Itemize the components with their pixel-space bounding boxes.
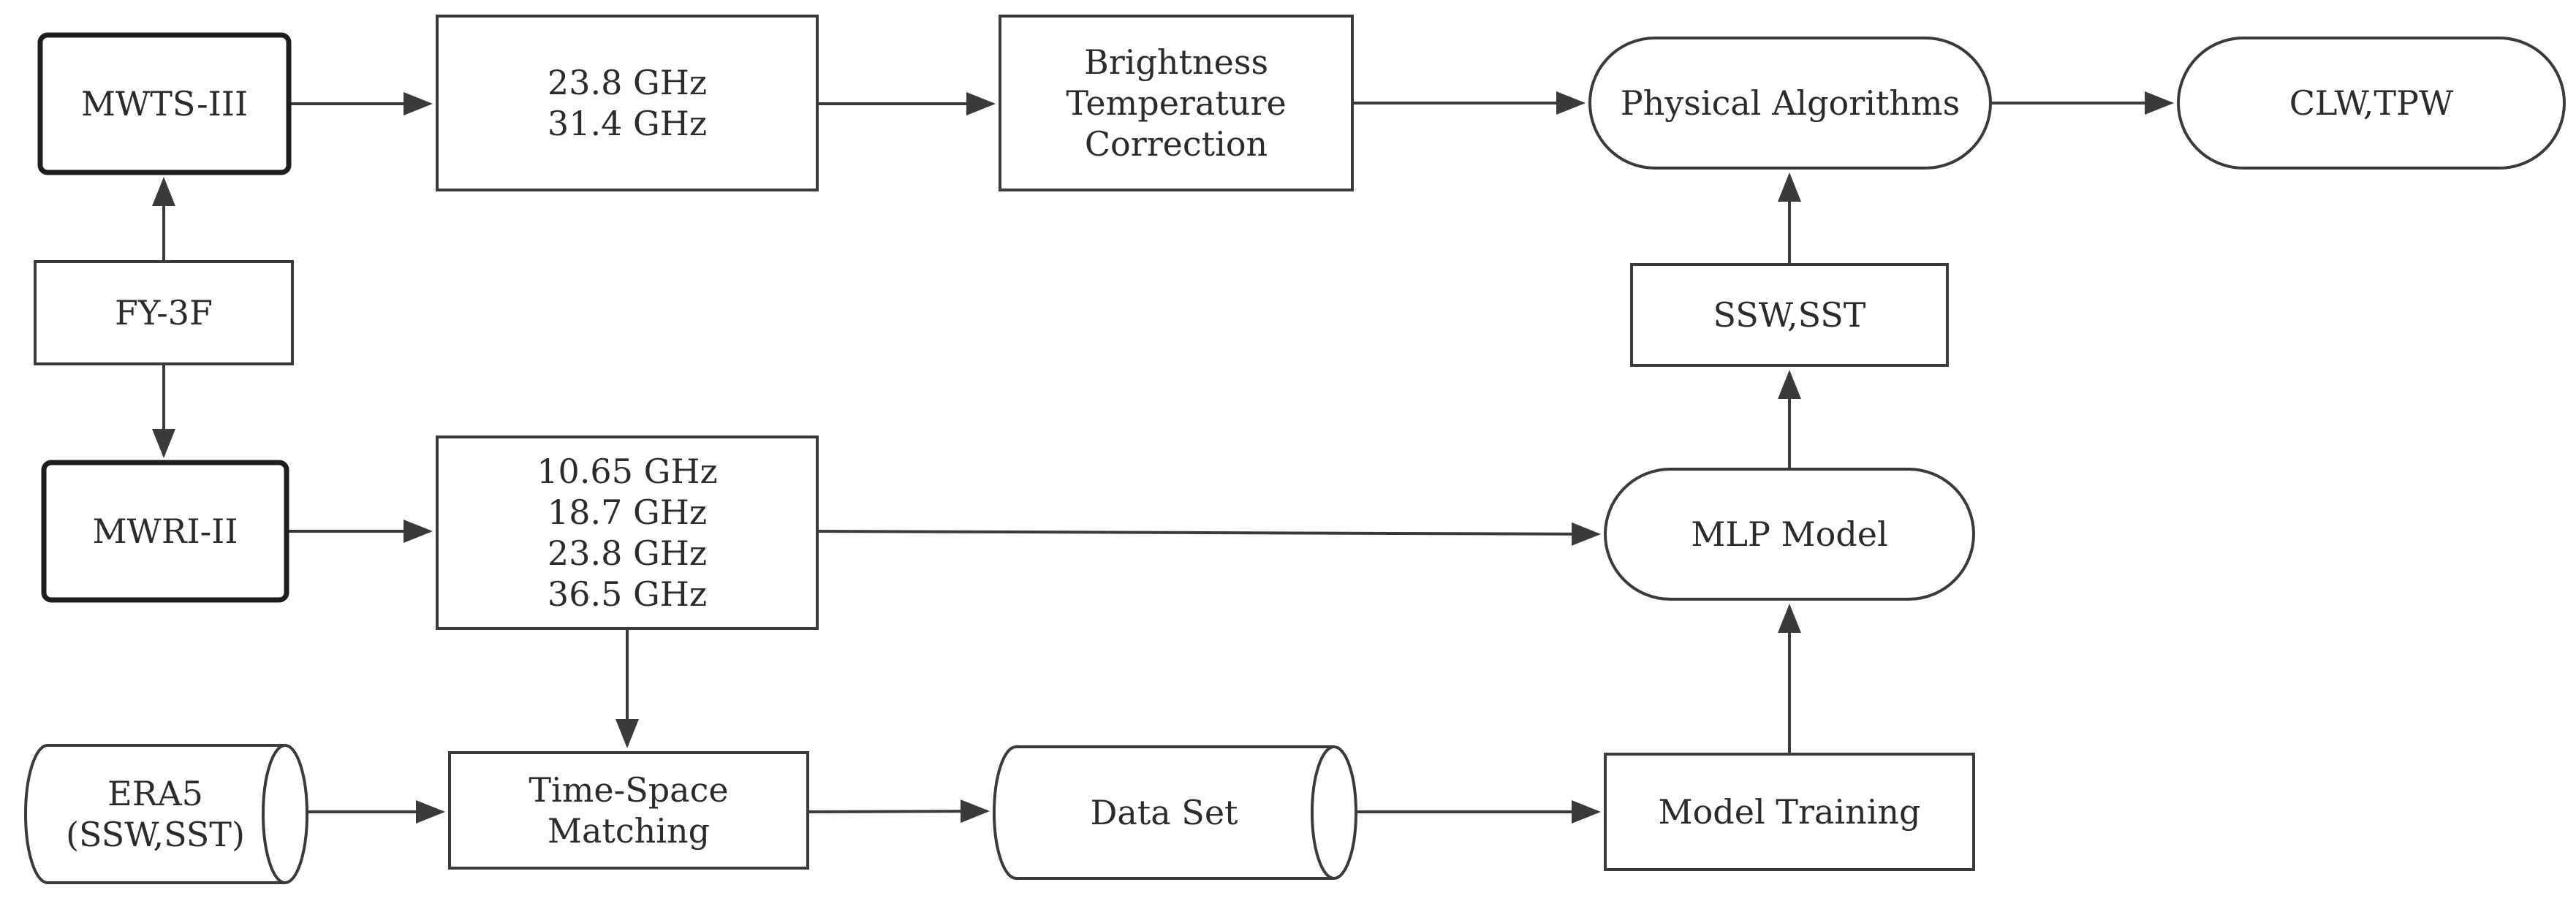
node-label-line: CLW,TPW [2289,83,2454,123]
node-label-line: Brightness [1084,42,1268,82]
node-shape [436,15,819,191]
cylinder-end [262,744,286,884]
node-label-line: 10.65 GHz [537,452,717,491]
node-shape [1630,263,1949,367]
node-shape [1604,753,1975,871]
node-label-line: 18.7 GHz [548,493,707,532]
node-label-line: Temperature [1066,83,1286,123]
node-shape [1604,468,1975,601]
nodes: MWTS-III FY-3F MWRI-II ERA5(SSW,SST) 23.8 GH… [24,15,2566,884]
node-label-line: MWTS-III [81,84,248,123]
node-label-line: Physical Algorithms [1621,83,1961,123]
node-training: Model Training [1604,753,1975,871]
node-shape [34,260,294,365]
node-shape [436,436,819,630]
node-mwts: MWTS-III [37,32,292,175]
node-shape [41,460,289,603]
edge-freq_mid-to-mlp [817,522,1601,546]
node-label-line: MWRI-II [92,512,238,551]
node-label-line: MLP Model [1691,514,1887,554]
node-label-line: 23.8 GHz [548,533,707,573]
node-label-line: Matching [548,811,710,851]
node-fy3f: FY-3F [34,260,294,365]
node-sswsst: SSW,SST [1630,263,1949,367]
node-label-line: SSW,SST [1713,295,1866,335]
node-mwri: MWRI-II [41,460,289,603]
edge-tsm-to-dataset [807,799,990,824]
node-shape [999,15,1354,191]
node-shape [1588,37,1992,170]
node-label-line: Model Training [1658,792,1920,832]
node-era5: ERA5(SSW,SST) [24,744,308,884]
node-dataset: Data Set [993,745,1357,880]
node-label-line: 36.5 GHz [548,574,707,614]
node-clw: CLW,TPW [2177,37,2566,170]
node-mlp: MLP Model [1604,468,1975,601]
node-label-line: (SSW,SST) [66,815,245,854]
node-phys: Physical Algorithms [1588,37,1992,170]
node-label-line: 23.8 GHz [548,63,707,102]
node-label-line: Time-Space [529,770,728,810]
node-shape [37,32,292,175]
node-label-line: ERA5 [107,774,203,813]
node-shape [448,751,809,870]
node-label-line: 31.4 GHz [548,104,707,143]
node-shape [2177,37,2566,170]
edges [152,91,2174,824]
cylinder-end [1311,745,1335,880]
node-label-line: FY-3F [115,293,213,332]
node-label-line: Data Set [1090,793,1238,832]
node-label-line: Correction [1085,124,1268,164]
